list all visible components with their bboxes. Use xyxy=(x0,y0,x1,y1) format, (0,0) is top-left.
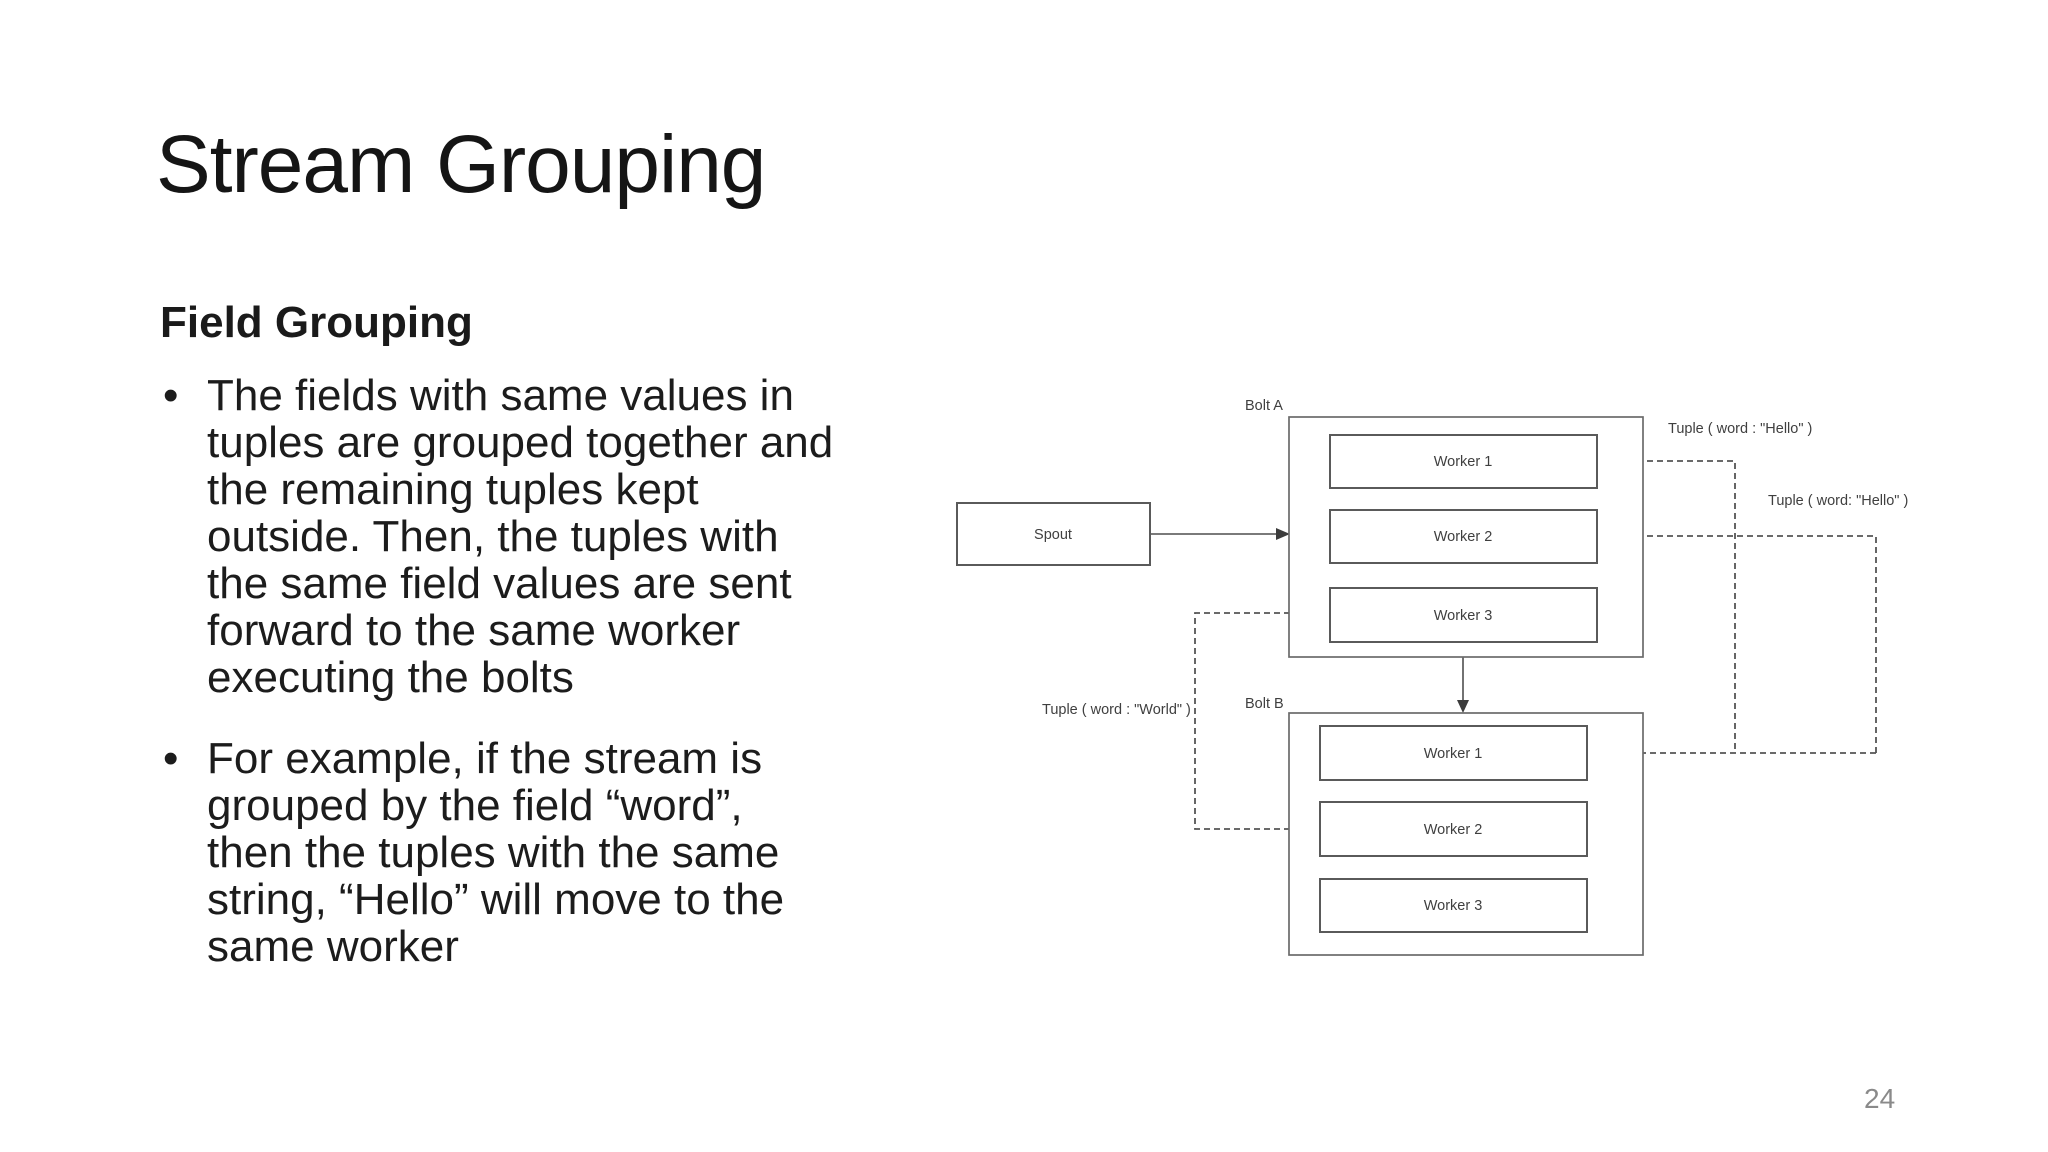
tuple-label-hello-top: Tuple ( word : "Hello" ) xyxy=(1668,421,1812,437)
bolt-a-worker2-label: Worker 2 xyxy=(1434,529,1493,545)
bullet-marker: • xyxy=(163,371,179,420)
arrowhead-bolt-a-to-bolt-b xyxy=(1457,700,1469,713)
bullet-line: outside. Then, the tuples with xyxy=(207,512,779,561)
bullet-line: same worker xyxy=(207,922,459,971)
bolt-b-label: Bolt B xyxy=(1245,696,1284,712)
arrowhead-spout-to-bolt-a xyxy=(1276,528,1290,540)
page-number: 24 xyxy=(1864,1083,1896,1114)
bullet-text: The fields with same values in tuples ar… xyxy=(207,372,833,701)
bullet-line: executing the bolts xyxy=(207,653,574,702)
bullet-item: • For example, if the stream is grouped … xyxy=(163,735,923,970)
bullet-line: grouped by the field “word”, xyxy=(207,781,743,830)
bolt-b-worker1-box xyxy=(1319,725,1588,781)
section-heading: Field Grouping xyxy=(160,298,473,347)
bolt-b-worker2-box xyxy=(1319,801,1588,857)
bullet-line: For example, if the stream is xyxy=(207,734,763,783)
bullet-line: then the tuples with the same xyxy=(207,828,780,877)
dashed-connector-worker2-hello xyxy=(1597,535,1877,753)
bolt-b-worker2-label: Worker 2 xyxy=(1424,822,1483,838)
dashed-connector-worker3-world xyxy=(1194,612,1330,830)
bullet-marker: • xyxy=(163,734,179,783)
bolt-a-worker3-label: Worker 3 xyxy=(1434,608,1493,624)
bolt-b-worker1-label: Worker 1 xyxy=(1424,746,1483,762)
bolt-a-worker1-box xyxy=(1329,434,1598,489)
topology-diagram: Spout Bolt A Worker 1 Worker 2 Worker 3 … xyxy=(956,398,1908,956)
bullet-line: the same field values are sent xyxy=(207,559,792,608)
slide-title: Stream Grouping xyxy=(156,119,766,210)
bolt-a-worker3-box xyxy=(1329,587,1598,643)
bullet-item: • The fields with same values in tuples … xyxy=(163,372,923,701)
bolt-a-worker2-box xyxy=(1329,509,1598,564)
bullet-text: For example, if the stream is grouped by… xyxy=(207,735,784,970)
bolt-a-label: Bolt A xyxy=(1245,398,1283,414)
bolt-b-worker3-box xyxy=(1319,878,1588,933)
bullet-line: string, “Hello” will move to the xyxy=(207,875,785,924)
spout-label: Spout xyxy=(1034,527,1072,543)
spout-box xyxy=(956,502,1151,566)
bullet-line: tuples are grouped together and xyxy=(207,418,834,467)
bullet-line: the remaining tuples kept xyxy=(207,465,699,514)
bullet-list: • The fields with same values in tuples … xyxy=(163,372,923,970)
tuple-label-world: Tuple ( word : "World" ) xyxy=(1042,702,1191,718)
bolt-a-worker1-label: Worker 1 xyxy=(1434,454,1493,470)
bullet-line: The fields with same values in xyxy=(207,371,794,420)
bullet-line: forward to the same worker xyxy=(207,606,741,655)
tuple-label-hello-right: Tuple ( word: "Hello" ) xyxy=(1768,493,1908,509)
bolt-b-worker3-label: Worker 3 xyxy=(1424,898,1483,914)
